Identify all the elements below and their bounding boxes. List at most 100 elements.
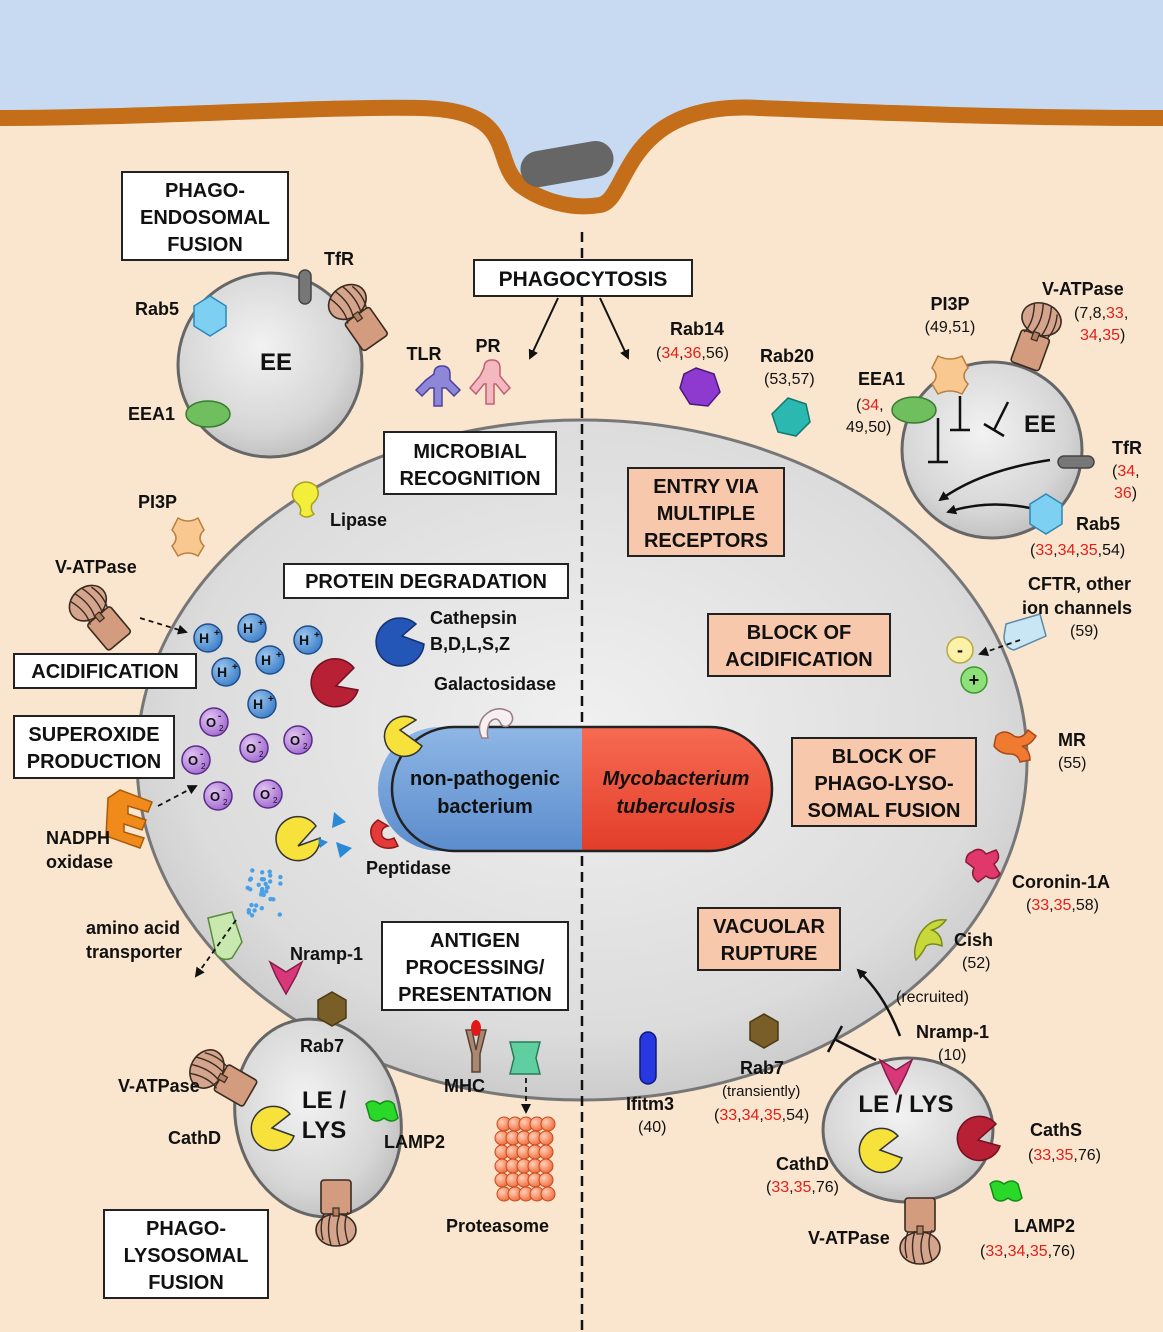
oxygen-symbol: O (210, 789, 220, 804)
svg-text:MULTIPLE: MULTIPLE (657, 503, 756, 525)
peptidase (370, 819, 400, 849)
label-eea1-left: EEA1 (128, 404, 175, 424)
svg-text:PHAGO-: PHAGO- (165, 180, 245, 202)
label-tfr-right: TfR (1112, 438, 1142, 458)
amino-acid-dot (264, 889, 269, 894)
label-vatpase-left: V-ATPase (55, 557, 137, 577)
proton-ion: H+ (193, 623, 223, 653)
amino-acid-dot (250, 868, 255, 873)
cftr-channel (1003, 613, 1047, 651)
proton-charge: + (276, 650, 282, 661)
proteasome-subunit (538, 1158, 554, 1174)
oxygen-subscript: 2 (259, 750, 264, 759)
ref-nramp1: (10) (938, 1047, 966, 1064)
superoxide-charge: - (222, 785, 225, 796)
galactosidase (478, 708, 514, 739)
arrow-vatpase-protons (139, 617, 188, 635)
proton-charge: + (314, 630, 320, 641)
box-phago-lysosomal-fusion: PHAGO- LYSOSOMAL FUSION (103, 1209, 269, 1299)
label-pi3p-left: PI3P (138, 492, 177, 512)
inhibition-nramp-rab7 (826, 1025, 877, 1062)
superoxide-charge: - (218, 711, 221, 722)
label-peptidase: Peptidase (366, 858, 451, 878)
nramp1-left (268, 960, 304, 996)
cation-sign: + (969, 670, 980, 690)
eea1-right (891, 396, 937, 424)
label-nramp1-left: Nramp-1 (290, 944, 363, 964)
box-acidification: ACIDIFICATION (13, 653, 197, 689)
extracellular-space (0, 0, 1163, 207)
yellow-enzyme-1 (383, 715, 423, 758)
proteasome (494, 1116, 556, 1202)
oxygen-subscript: 2 (201, 762, 206, 771)
pi3p-right (931, 354, 969, 395)
pr-receptor (468, 359, 512, 405)
pi3p-left (171, 516, 205, 558)
amino-acid-dot (268, 879, 273, 884)
amino-acid-dot (249, 913, 255, 918)
label-lipase: Lipase (330, 510, 387, 530)
label-recruited: (recruited) (896, 989, 969, 1006)
amino-acid-dot (248, 876, 254, 881)
ref-cftr: (59) (1070, 623, 1098, 640)
label-rab20: Rab20 (760, 346, 814, 366)
tfr-receptor-right (1057, 455, 1095, 469)
v-atpase-lelys-right (899, 1197, 941, 1265)
label-caths: CathS (1030, 1120, 1082, 1140)
oxygen-subscript: 2 (303, 742, 308, 751)
amino-acid-dot (260, 886, 265, 892)
cathepsin-red (310, 658, 359, 708)
bacterium-right-label-2: tuberculosis (617, 796, 736, 818)
label-aat-2: transporter (86, 942, 182, 962)
amino-acid-dot (254, 903, 259, 908)
proton-symbol: H (199, 630, 209, 646)
amino-acid-dot (278, 874, 283, 880)
proton-charge: + (258, 618, 264, 629)
rab7-right (749, 1013, 779, 1049)
label-cish: Cish (954, 930, 993, 950)
svg-text:FUSION: FUSION (167, 234, 243, 256)
svg-text:RECEPTORS: RECEPTORS (644, 530, 768, 552)
label-nadph-1: NADPH (46, 828, 110, 848)
svg-text:RUPTURE: RUPTURE (721, 943, 818, 965)
proteasome-subunit (538, 1172, 554, 1188)
ref-rab14: (34,36,56) (656, 345, 729, 362)
box-phagocytosis: PHAGOCYTOSIS (473, 259, 693, 297)
proton-ion: H+ (211, 657, 241, 687)
label-coronin: Coronin-1A (1012, 872, 1110, 892)
label-lelys-right: LE / LYS (858, 1091, 953, 1118)
svg-text:PROTEIN DEGRADATION: PROTEIN DEGRADATION (305, 571, 547, 593)
label-cftr-1: CFTR, other (1028, 574, 1131, 594)
arrow-phagocytosis-left (528, 297, 559, 360)
box-block-phago-lysosomal-fusion: BLOCK OF PHAGO-LYSO- SOMAL FUSION (791, 737, 977, 827)
svg-text:ACIDIFICATION: ACIDIFICATION (725, 649, 872, 671)
rab5-right (1029, 493, 1063, 535)
peptide-fragment-3 (318, 838, 328, 848)
svg-text:BLOCK OF: BLOCK OF (747, 622, 851, 644)
svg-text:BLOCK OF: BLOCK OF (832, 746, 936, 768)
ref-cathd: (33,35,76) (766, 1179, 839, 1196)
v-atpase-lelys-left-2 (315, 1179, 357, 1247)
amino-acid-dot (268, 896, 273, 902)
label-vatpase-right: V-ATPase (1042, 279, 1124, 299)
proton-ion: H+ (247, 689, 277, 719)
rab5-left (193, 295, 227, 337)
rab7-left (317, 991, 347, 1027)
svg-text:PHAGOCYTOSIS: PHAGOCYTOSIS (499, 268, 668, 291)
cathd-left (250, 1105, 295, 1152)
box-superoxide-production: SUPEROXIDE PRODUCTION (13, 715, 175, 779)
svg-text:FUSION: FUSION (148, 1272, 224, 1294)
box-microbial-recognition: MICROBIAL RECOGNITION (383, 431, 557, 495)
amino-acid-dot (265, 885, 270, 890)
tlr-receptor (414, 365, 462, 407)
label-ifitm3: Ifitm3 (626, 1094, 674, 1114)
label-lamp2-left: LAMP2 (384, 1132, 445, 1152)
superoxide-charge: - (272, 783, 275, 794)
lamp2-left (365, 1100, 399, 1122)
ref-ifitm3: (40) (638, 1119, 666, 1136)
svg-text:LYSOSOMAL: LYSOSOMAL (124, 1245, 249, 1267)
amino-acid-dot (278, 881, 283, 886)
